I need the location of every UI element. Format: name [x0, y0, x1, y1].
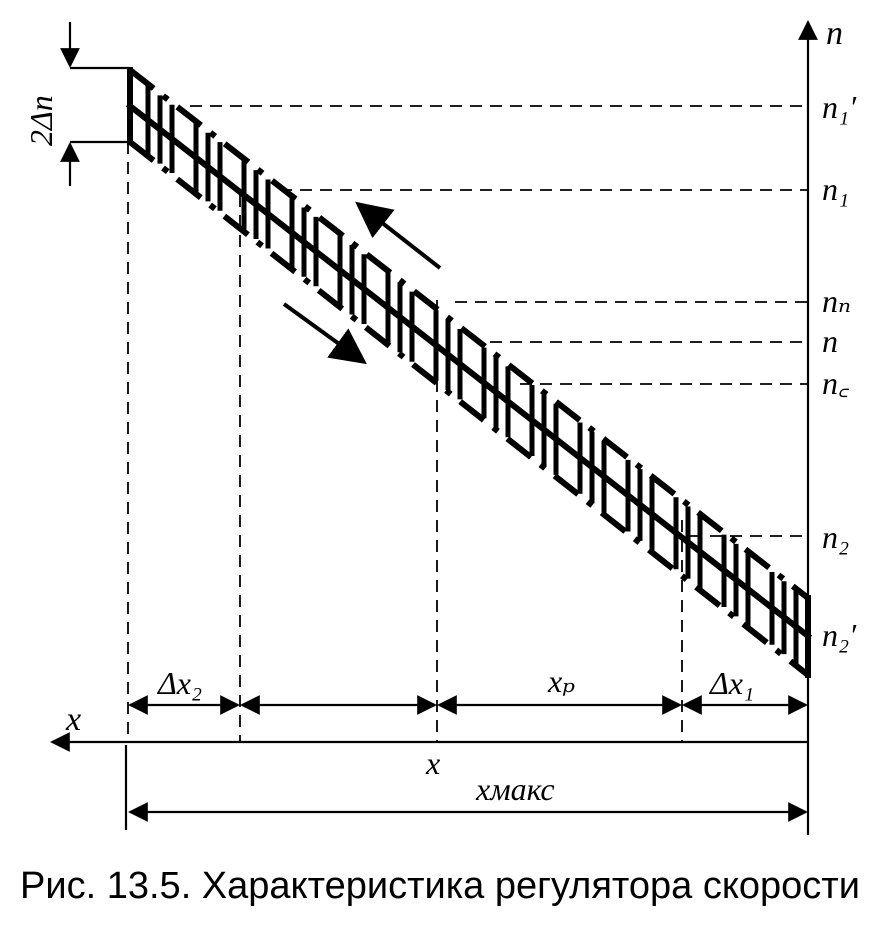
- two-delta-n-label: 2Δn: [23, 95, 59, 146]
- label-xmax: xмакс: [475, 771, 555, 807]
- label-delta-x2: Δx₂: [156, 665, 202, 701]
- label-n2-prime: n₂′: [822, 617, 857, 653]
- label-n1-prime: n₁′: [822, 89, 857, 125]
- arrow-up-left: [355, 201, 442, 270]
- label-n1: n₁: [822, 171, 849, 207]
- figure-caption: Рис. 13.5. Характеристика регулятора ско…: [20, 865, 860, 907]
- label-nc: n꜀: [822, 365, 850, 401]
- label-x-point: x: [425, 745, 440, 781]
- label-n: n: [822, 323, 838, 359]
- arrow-down-right: [282, 302, 367, 365]
- n-axis-label: n: [826, 15, 843, 52]
- x-axis-label: x: [65, 701, 81, 738]
- label-xp: xₚ: [547, 663, 575, 699]
- label-delta-x1: Δx₁: [708, 665, 754, 701]
- characteristic-band: [125, 67, 813, 678]
- label-nn: nₙ: [822, 283, 851, 319]
- label-n2: n₂: [822, 519, 849, 555]
